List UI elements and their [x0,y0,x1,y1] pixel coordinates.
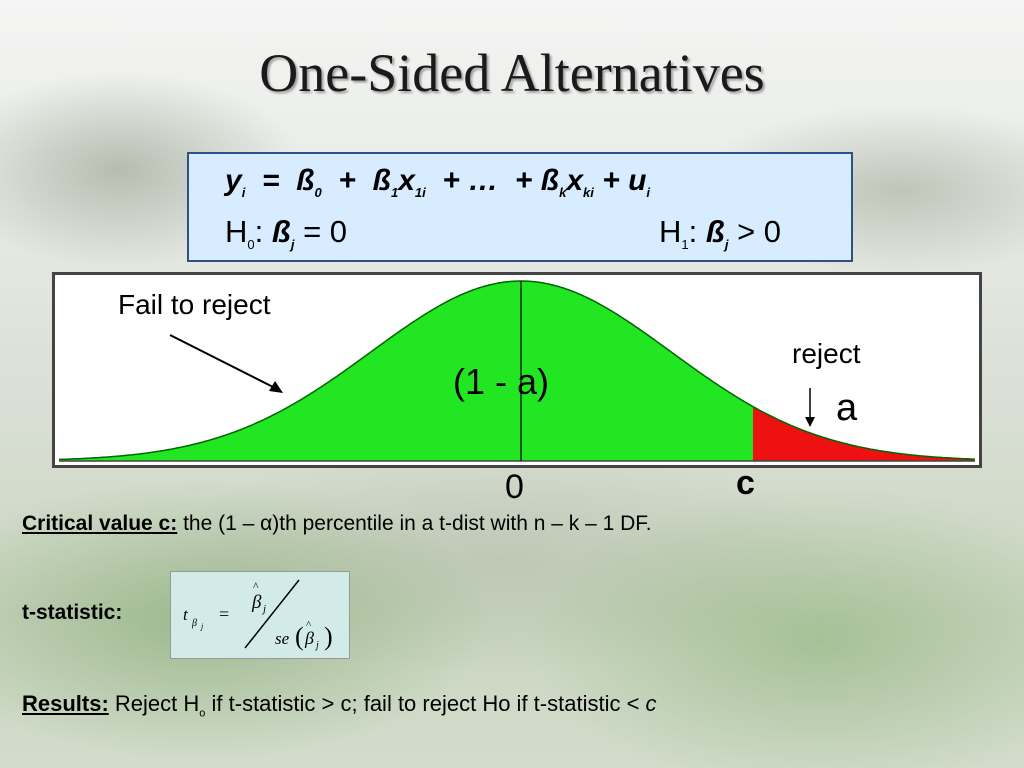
svg-text:=: = [219,604,229,624]
density-curve [59,280,976,461]
critical-value-tick-label: c [736,464,755,502]
svg-text:j: j [314,640,319,651]
alternative-hypothesis: H1: ßj > 0 [659,214,782,253]
alpha-label: a [836,387,858,429]
svg-text:j: j [261,603,266,615]
hat-mark: ^ [306,619,312,631]
null-hypothesis: H0: ßj = 0 [225,214,348,253]
svg-text:β: β [191,618,197,629]
svg-text:se: se [275,629,290,648]
fraction-slash [244,579,300,649]
t-statistic-formula: t β j = β ^ j se ( β ^ j ) [170,571,350,659]
svg-text:j: j [200,622,204,631]
svg-text:β: β [251,592,262,613]
regression-equation: yi = ß0 + ß1x1i + … + ßkxki + ui [225,164,651,200]
t-distribution-diagram: Fail to reject (1 - a) reject a [52,272,982,468]
critical-value-text: Critical value c: the (1 – α)th percenti… [22,512,652,535]
rejection-region [753,406,975,461]
svg-text:t: t [183,605,189,624]
fail-to-reject-arrowhead [269,381,283,393]
zero-tick-label: 0 [505,468,524,506]
t-statistic-label: t-statistic: [22,601,123,624]
right-paren: ) [324,622,333,651]
reject-label: reject [792,338,861,369]
accept-region-label: (1 - a) [453,361,550,402]
svg-text:β: β [304,628,314,648]
reject-arrowhead [805,417,815,427]
distribution-svg [59,280,976,462]
model-equation-box: yi = ß0 + ß1x1i + … + ßkxki + ui H0: ßj … [187,152,853,262]
results-text: Results: Reject Ho if t-statistic > c; f… [22,691,657,720]
hat-mark: ^ [253,579,259,593]
left-paren: ( [295,622,304,651]
slide-title: One-Sided Alternatives [259,43,765,103]
formula-svg: t β j = β ^ j se ( β ^ j ) [183,579,333,651]
fail-to-reject-label: Fail to reject [118,289,271,320]
fail-to-reject-region [59,281,753,461]
fail-to-reject-arrow [169,334,278,390]
